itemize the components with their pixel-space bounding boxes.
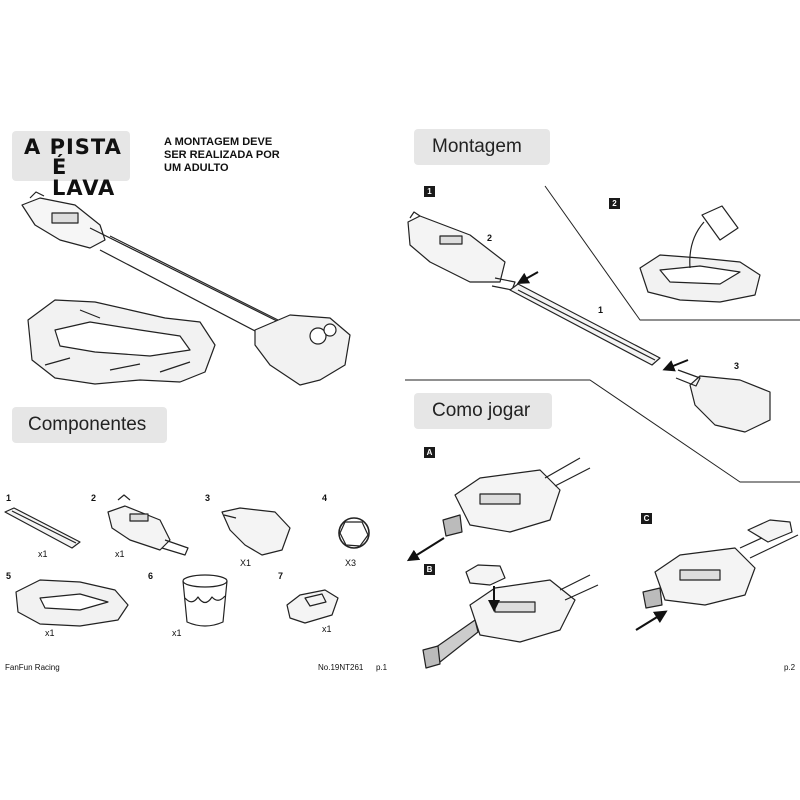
footer-brand: FanFun Racing [5, 663, 60, 672]
assembly-step2-illustration [639, 205, 761, 303]
page-number-right: p.2 [784, 663, 796, 672]
assembly-arrows [516, 271, 689, 372]
component-track-strip [4, 507, 81, 549]
play-heading-box: Como jogar [414, 393, 552, 429]
component-number: 4 [322, 493, 328, 503]
page-number-left: p.1 [376, 663, 388, 672]
components-heading-box: Componentes [12, 407, 167, 443]
component-slime-cup [182, 574, 228, 627]
adult-notice: A MONTAGEM DEVE SER REALIZADA POR UM ADU… [164, 136, 280, 175]
component-toy-car [286, 589, 339, 624]
title-line2: É LAVA [52, 155, 116, 200]
footer-code: No.19NT261 [318, 663, 364, 672]
play-stepA-illustration [442, 457, 591, 537]
part-callout: 3 [734, 361, 740, 371]
component-quantity: x1 [45, 628, 55, 638]
assembly-heading: Montagem [432, 136, 522, 157]
title-line1: A PISTA [24, 135, 122, 159]
component-quantity: x1 [172, 628, 182, 638]
component-number: 5 [6, 571, 12, 581]
component-lava-pit [15, 579, 129, 627]
part-callout: 1 [598, 305, 604, 315]
play-stepC-illustration [642, 519, 799, 609]
play-step-marker: C [641, 513, 652, 524]
component-number: 2 [91, 493, 97, 503]
component-number: 6 [148, 571, 154, 581]
component-quantity: x1 [322, 624, 332, 634]
assembled-track-illustration [21, 191, 351, 386]
component-number: 3 [205, 493, 211, 503]
component-quantity: X1 [240, 558, 252, 568]
component-quantity: X3 [345, 558, 357, 568]
play-heading: Como jogar [432, 400, 531, 421]
component-quantity: x1 [115, 549, 125, 559]
play-step-marker: A [424, 447, 435, 458]
assembly-step-marker: 1 [424, 186, 435, 197]
component-number: 7 [278, 571, 284, 581]
components-heading: Componentes [28, 414, 147, 435]
part-callout: 2 [487, 233, 493, 243]
component-ball [338, 517, 370, 549]
component-quantity: x1 [38, 549, 48, 559]
play-stepB-illustration [422, 564, 599, 669]
component-rock-ramp [221, 507, 291, 556]
assembly-step1-illustration [407, 211, 771, 433]
title-box: A PISTA É LAVA [12, 131, 130, 199]
adult-notice-line: SER REALIZADA POR [164, 149, 280, 161]
assembly-heading-box: Montagem [414, 129, 550, 165]
adult-notice-line: UM ADULTO [164, 162, 229, 174]
lava-pit-illustration [27, 299, 216, 385]
assembly-step-marker: 2 [609, 198, 620, 209]
adult-notice-line: A MONTAGEM DEVE [164, 136, 273, 148]
component-launcher [107, 494, 189, 556]
component-number: 1 [6, 493, 12, 503]
section-divider-lines [405, 185, 800, 483]
play-step-marker: B [424, 564, 435, 575]
